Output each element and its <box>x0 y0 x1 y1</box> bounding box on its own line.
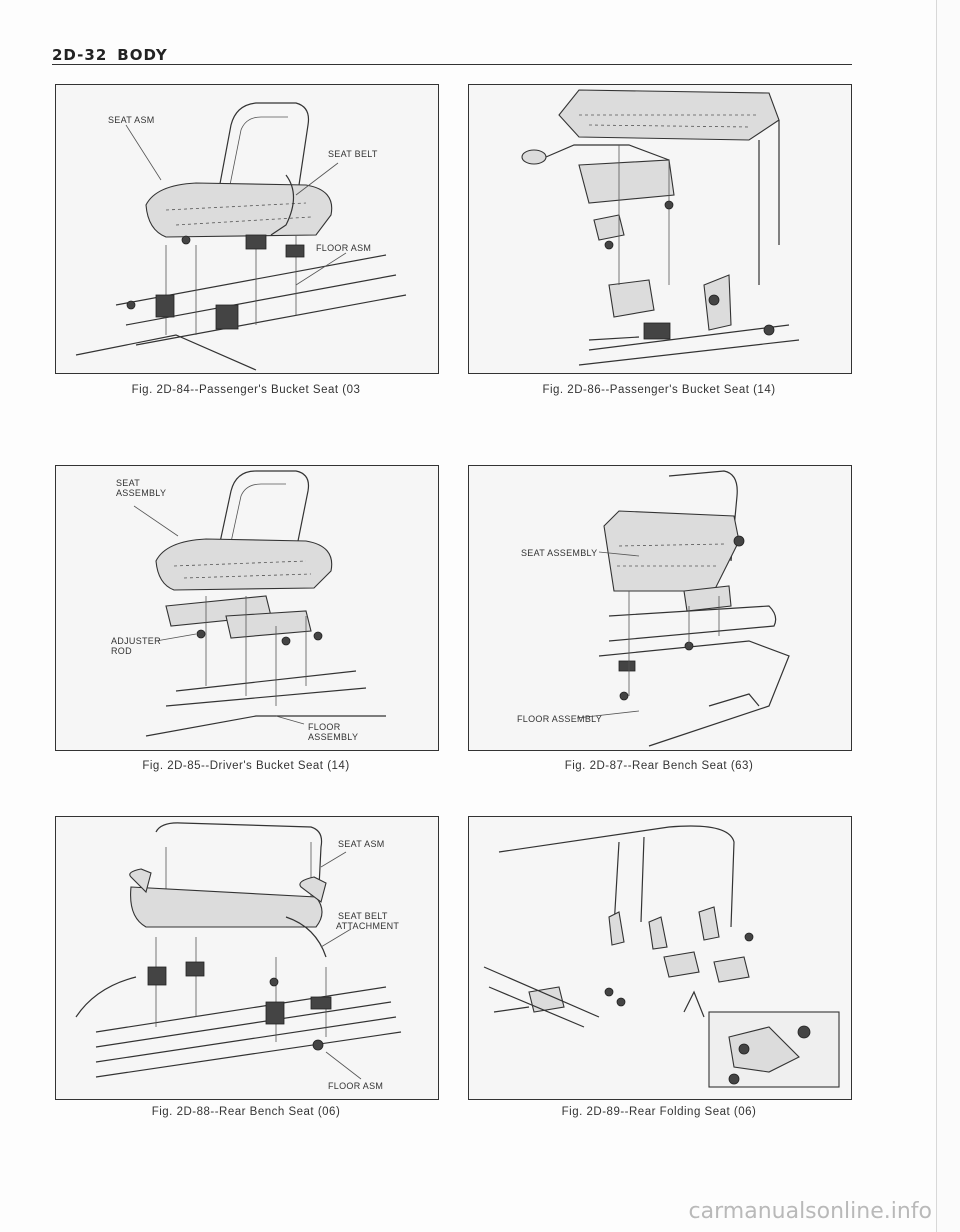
figure-2d-88-illustration: SEAT ASM SEAT BELT ATTACHMENT FLOOR ASM <box>55 816 439 1100</box>
figure-2d-89-illustration <box>468 816 852 1100</box>
fig87-label-floor-assembly: FLOOR ASSEMBLY <box>517 714 602 724</box>
fig85-label-floor-assembly: ASSEMBLY <box>308 732 358 742</box>
fig85-label-assembly: ASSEMBLY <box>116 488 166 498</box>
fig84-label-seat-belt: SEAT BELT <box>328 149 378 159</box>
figure-2d-84-caption: Fig. 2D-84--Passenger's Bucket Seat (03 <box>131 384 361 396</box>
figure-2d-86-illustration <box>468 84 852 374</box>
fig85-label-seat: SEAT <box>116 478 140 488</box>
fig88-label-floor-asm: FLOOR ASM <box>328 1081 383 1091</box>
figure-2d-85-illustration: SEAT ASSEMBLY ADJUSTER ROD FLOOR ASSEMBL… <box>55 465 439 751</box>
figure-2d-84-illustration: SEAT ASM SEAT BELT FLOOR ASM <box>55 84 439 374</box>
footer-watermark: carmanualsonline.info <box>688 1199 932 1224</box>
figure-2d-88-caption: Fig. 2D-88--Rear Bench Seat (06) <box>151 1106 341 1118</box>
figure-2d-89-caption: Fig. 2D-89--Rear Folding Seat (06) <box>561 1106 757 1118</box>
page-header: 2D-32 BODY <box>52 46 168 64</box>
fig88-label-attachment: ATTACHMENT <box>336 921 399 931</box>
fig88-label-seat-belt: SEAT BELT <box>338 911 388 921</box>
fig85-label-rod: ROD <box>111 646 132 656</box>
figure-2d-85-caption: Fig. 2D-85--Driver's Bucket Seat (14) <box>142 760 350 772</box>
fig88-label-seat-asm: SEAT ASM <box>338 839 385 849</box>
fig84-label-floor-asm: FLOOR ASM <box>316 243 371 253</box>
fig84-label-seat-asm: SEAT ASM <box>108 115 155 125</box>
section-title: BODY <box>117 46 168 64</box>
figure-2d-87-caption: Fig. 2D-87--Rear Bench Seat (63) <box>564 760 754 772</box>
page-number: 2D-32 <box>52 46 108 64</box>
figure-2d-87-illustration: SEAT ASSEMBLY FLOOR ASSEMBLY <box>468 465 852 751</box>
fig87-label-seat-assembly: SEAT ASSEMBLY <box>521 548 597 558</box>
fig85-label-adjuster: ADJUSTER <box>111 636 161 646</box>
header-rule <box>52 64 852 65</box>
figure-2d-86-caption: Fig. 2D-86--Passenger's Bucket Seat (14) <box>542 384 776 396</box>
fig85-label-floor: FLOOR <box>308 722 341 732</box>
